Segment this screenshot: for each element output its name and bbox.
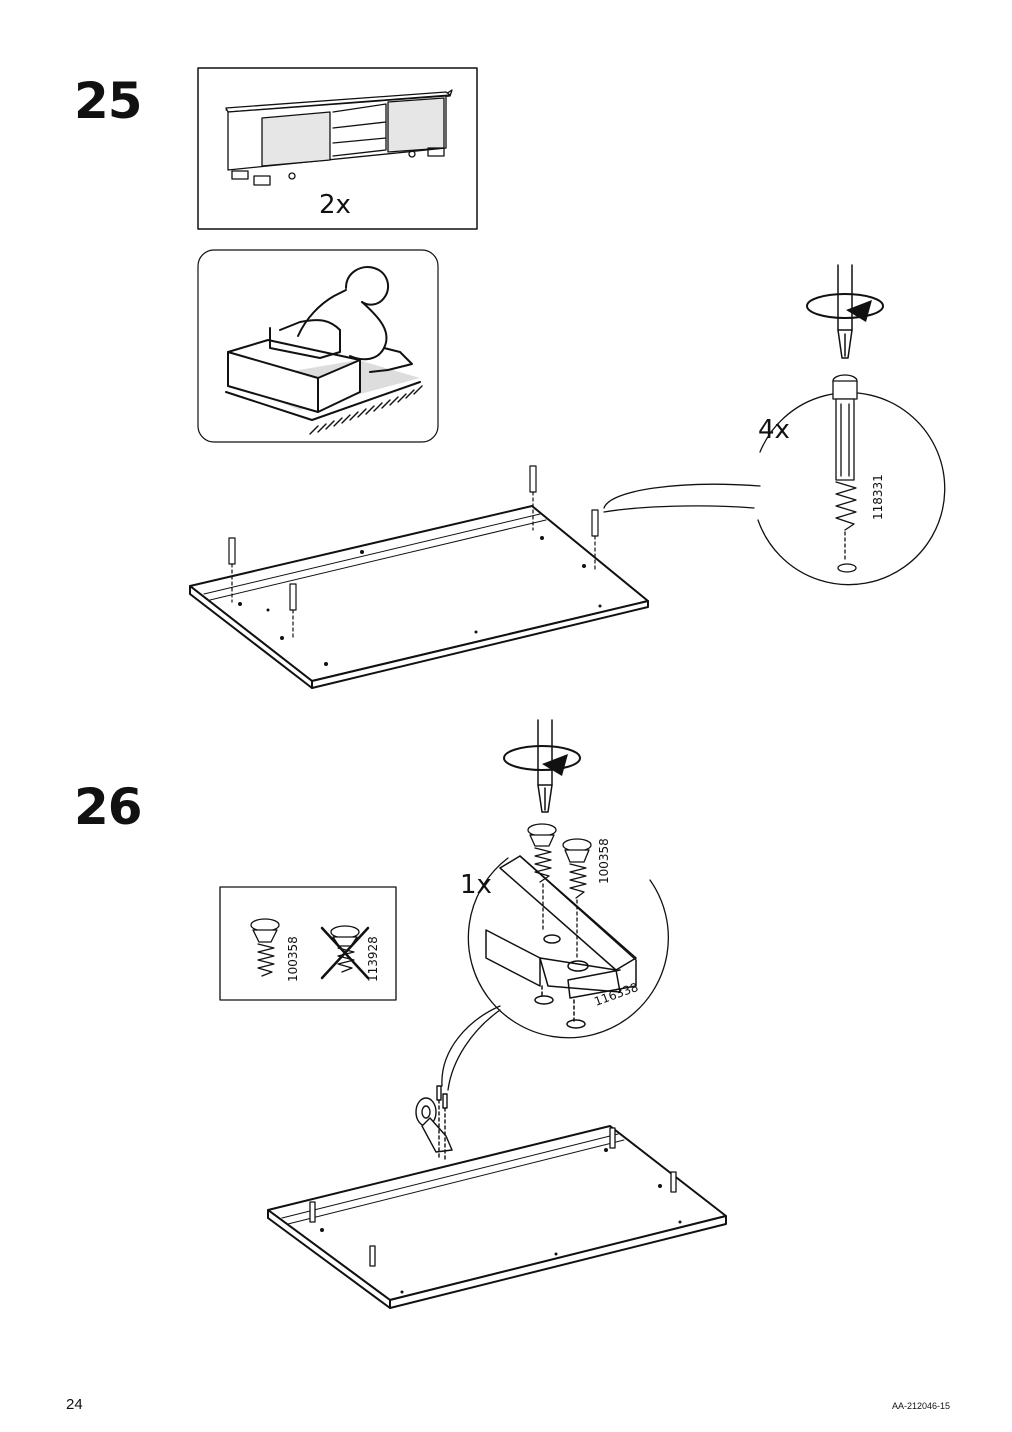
product-overview-box: 2x	[197, 67, 478, 230]
bracket-detail	[485, 855, 637, 1029]
screw-detail	[527, 823, 592, 961]
part-number-118331: 118331	[871, 474, 885, 520]
detail-callout-step25: 4x 118331	[757, 264, 946, 586]
clockwise-rotation-icon	[806, 293, 884, 322]
tv-bench-illustration	[225, 89, 453, 186]
castor-wheel	[415, 1085, 453, 1163]
clockwise-rotation-icon	[503, 745, 581, 776]
work-on-soft-surface-icon	[197, 249, 439, 443]
step-number-26: 26	[74, 778, 143, 836]
cross-out-icon	[320, 926, 370, 980]
page-number: 24	[66, 1396, 83, 1413]
screwdriver-icon	[837, 264, 853, 359]
legend-ok-part: 100358	[286, 936, 300, 982]
panel-step26	[267, 1085, 727, 1309]
screw-legend-box: 100358 113928	[219, 886, 397, 1001]
dowel-screw	[228, 465, 599, 641]
screw-quantity: 4x	[758, 415, 790, 445]
screw-part-number: 100358	[597, 838, 611, 884]
panel-step25	[189, 465, 761, 689]
detail-callout-step26: 1x 100358 116338	[441, 719, 669, 1091]
screw-quantity: 1x	[460, 870, 492, 900]
dowel-screw-detail	[832, 374, 858, 573]
screwdriver-icon	[537, 719, 553, 813]
correct-screw-icon	[250, 918, 280, 977]
dowel	[309, 1127, 677, 1267]
document-id: AA-212046-15	[891, 1401, 950, 1411]
furniture-quantity: 2x	[319, 190, 351, 220]
step-number-25: 25	[74, 72, 143, 130]
legend-wrong-part: 113928	[366, 936, 380, 982]
wrong-screw-icon	[330, 925, 360, 973]
